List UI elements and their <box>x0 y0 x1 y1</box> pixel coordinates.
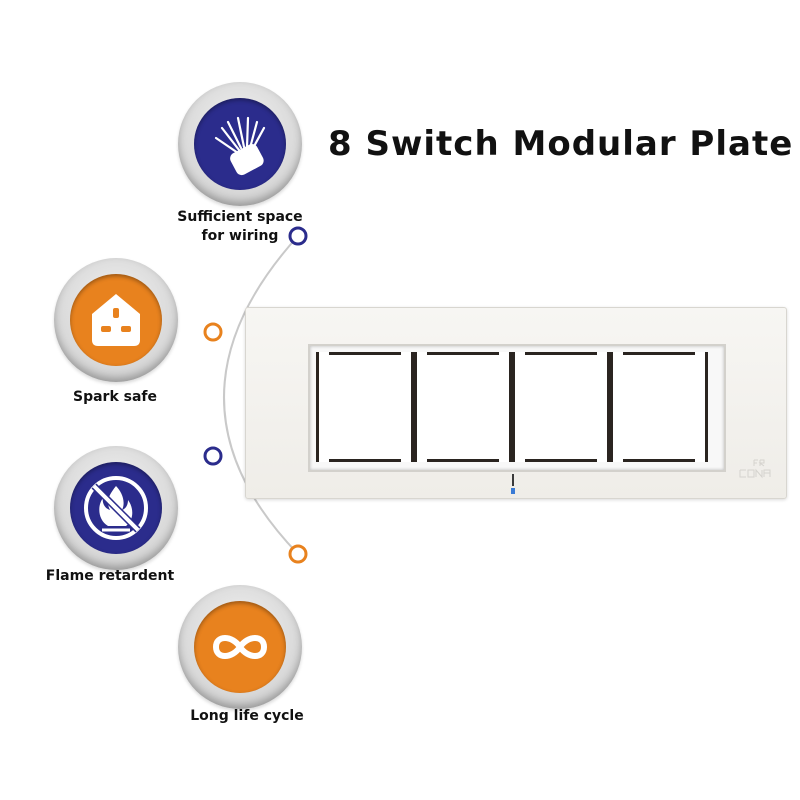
no-flame-icon <box>70 462 162 554</box>
brand-logo-mark <box>739 459 771 479</box>
feature-label-spark-safe: Spark safe <box>72 389 157 405</box>
page-title: 8 Switch Modular Plate <box>328 124 794 164</box>
feature-badge-spark-safe <box>54 258 178 382</box>
plate-frame <box>308 344 726 472</box>
plate-module <box>414 352 512 462</box>
plate-module <box>316 352 414 462</box>
indicator-led <box>511 488 515 494</box>
feature-label-wiring: Sufficient space for wiring <box>130 208 350 246</box>
connector-dot-navy <box>288 226 308 246</box>
feature-badge-long-life <box>178 585 302 709</box>
plate-module <box>610 352 708 462</box>
feature-label-flame: Flame retardent <box>45 568 175 584</box>
connector-dot-orange <box>288 544 308 564</box>
feature-label-text: Sufficient space for wiring <box>177 209 303 244</box>
connector-dot-orange <box>203 322 223 342</box>
feature-badge-wiring <box>178 82 302 206</box>
modular-plate-image <box>245 307 787 499</box>
socket-icon <box>70 274 162 366</box>
plate-module <box>512 352 610 462</box>
infinity-icon <box>194 601 286 693</box>
feature-label-long-life: Long life cycle <box>190 708 304 724</box>
indicator-slot <box>512 474 514 486</box>
wires-icon <box>194 98 286 190</box>
feature-badge-flame <box>54 446 178 570</box>
connector-dot-navy <box>203 446 223 466</box>
